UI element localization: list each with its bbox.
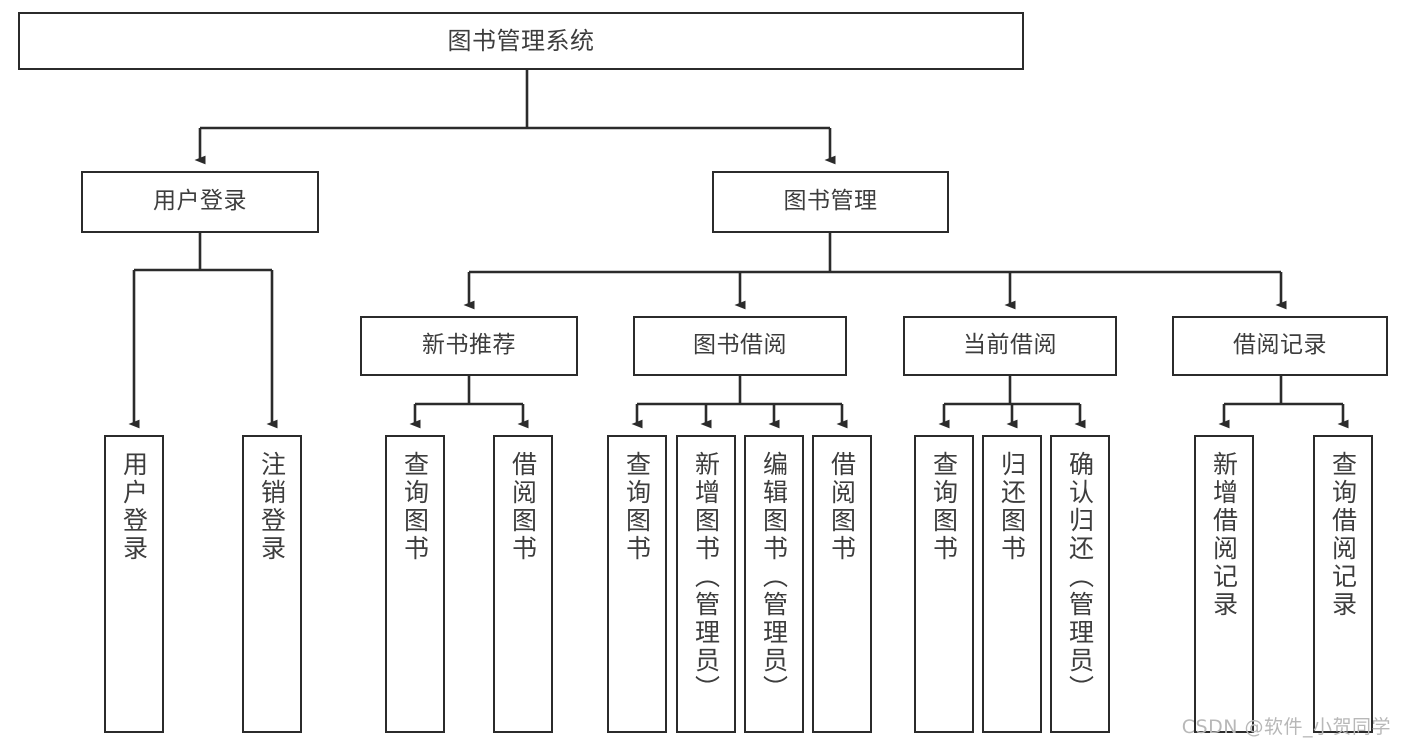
node-label: 当前借阅 (963, 332, 1057, 359)
node-leaf-user-login[interactable]: 用户登录 (104, 435, 164, 733)
node-leaf-query-book-current[interactable]: 查询图书 (914, 435, 974, 733)
node-leaf-edit-book-admin[interactable]: 编辑图书（管理员） (744, 435, 804, 733)
node-label: 新书推荐 (422, 332, 516, 359)
node-label: 新增借阅记录 (1209, 451, 1239, 619)
node-label: 借阅记录 (1233, 332, 1327, 359)
node-label: 确认归还（管理员） (1065, 451, 1095, 703)
node-label: 图书借阅 (693, 332, 787, 359)
node-label: 编辑图书（管理员） (759, 451, 789, 703)
node-root-book-management-system[interactable]: 图书管理系统 (18, 12, 1024, 70)
node-leaf-return-book[interactable]: 归还图书 (982, 435, 1042, 733)
node-leaf-confirm-return-admin[interactable]: 确认归还（管理员） (1050, 435, 1110, 733)
node-label: 查询图书 (929, 451, 959, 563)
node-label: 查询图书 (622, 451, 652, 563)
node-leaf-add-book-admin[interactable]: 新增图书（管理员） (676, 435, 736, 733)
node-label: 借阅图书 (508, 451, 538, 563)
csdn-watermark: CSDN @软件_小贺同学 (1181, 716, 1391, 738)
node-label: 用户登录 (153, 188, 247, 215)
node-borrow-record[interactable]: 借阅记录 (1172, 316, 1388, 376)
node-leaf-borrow-book-new-book[interactable]: 借阅图书 (493, 435, 553, 733)
node-book-management[interactable]: 图书管理 (712, 171, 949, 233)
node-label: 归还图书 (997, 451, 1027, 563)
node-label: 新增图书（管理员） (691, 451, 721, 703)
node-label: 用户登录 (119, 451, 149, 563)
node-leaf-logout[interactable]: 注销登录 (242, 435, 302, 733)
node-label: 图书管理系统 (447, 26, 595, 55)
node-leaf-add-borrow-record[interactable]: 新增借阅记录 (1194, 435, 1254, 733)
node-leaf-query-borrow-record[interactable]: 查询借阅记录 (1313, 435, 1373, 733)
node-leaf-query-book-new-book[interactable]: 查询图书 (385, 435, 445, 733)
node-label: 查询图书 (400, 451, 430, 563)
node-leaf-borrow-book[interactable]: 借阅图书 (812, 435, 872, 733)
node-label: 图书管理 (783, 188, 878, 215)
node-new-book-recommend[interactable]: 新书推荐 (360, 316, 578, 376)
node-user-login[interactable]: 用户登录 (81, 171, 319, 233)
node-label: 查询借阅记录 (1328, 451, 1358, 619)
node-label: 注销登录 (257, 451, 287, 563)
node-current-borrow[interactable]: 当前借阅 (903, 316, 1117, 376)
node-book-borrow[interactable]: 图书借阅 (633, 316, 847, 376)
node-label: 借阅图书 (827, 451, 857, 563)
node-leaf-query-book-borrow[interactable]: 查询图书 (607, 435, 667, 733)
